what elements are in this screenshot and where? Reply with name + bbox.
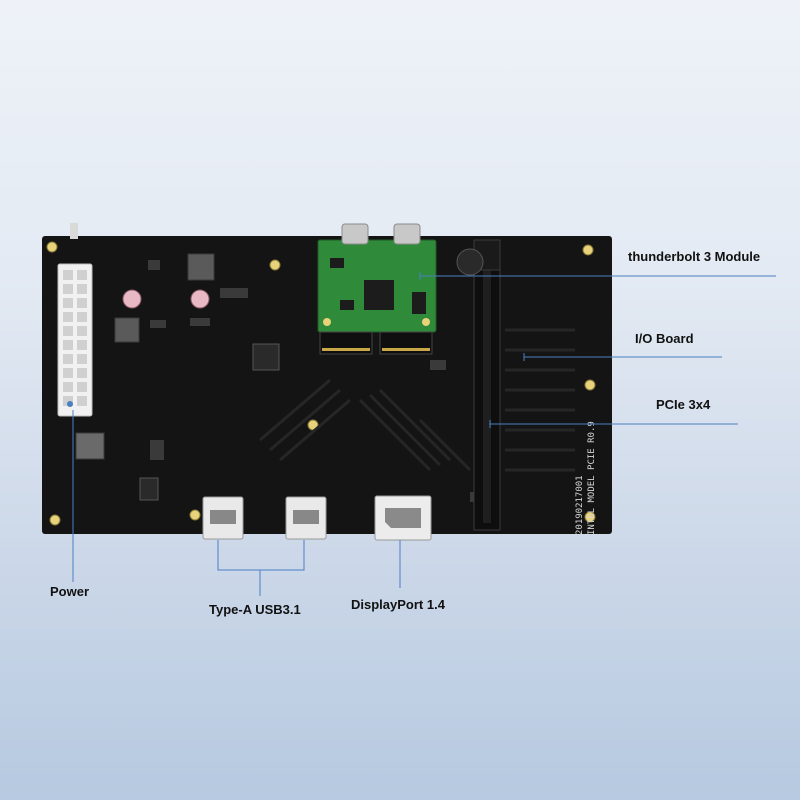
displayport-connector	[374, 495, 432, 541]
label-pcie: PCIe 3x4	[656, 397, 711, 412]
coin-cell	[456, 248, 484, 276]
label-power: Power	[50, 584, 90, 599]
components	[75, 253, 486, 502]
io-board	[42, 236, 612, 534]
pcb-traces	[259, 328, 575, 472]
label-thunderbolt: thunderbolt 3 Module	[628, 249, 761, 264]
mounting-holes	[46, 241, 596, 526]
pcie-slot	[473, 239, 501, 531]
capacitors	[122, 289, 210, 309]
label-usb: Type-A USB3.1	[209, 602, 301, 617]
atx-power-connector	[57, 263, 93, 417]
silkscreen-text: INTEL MODEL PCIE R0.9 20190217001	[575, 421, 597, 535]
power-switch	[70, 223, 78, 239]
label-io-board: I/O Board	[635, 331, 694, 346]
label-displayport: DisplayPort 1.4	[351, 597, 445, 612]
thunderbolt-module	[317, 223, 437, 355]
svg-text:20190217001: 20190217001	[575, 475, 585, 535]
usb-ports	[202, 496, 327, 540]
leader-lines	[72, 272, 776, 596]
svg-text:INTEL MODEL PCIE R0.9: INTEL MODEL PCIE R0.9	[587, 421, 597, 535]
